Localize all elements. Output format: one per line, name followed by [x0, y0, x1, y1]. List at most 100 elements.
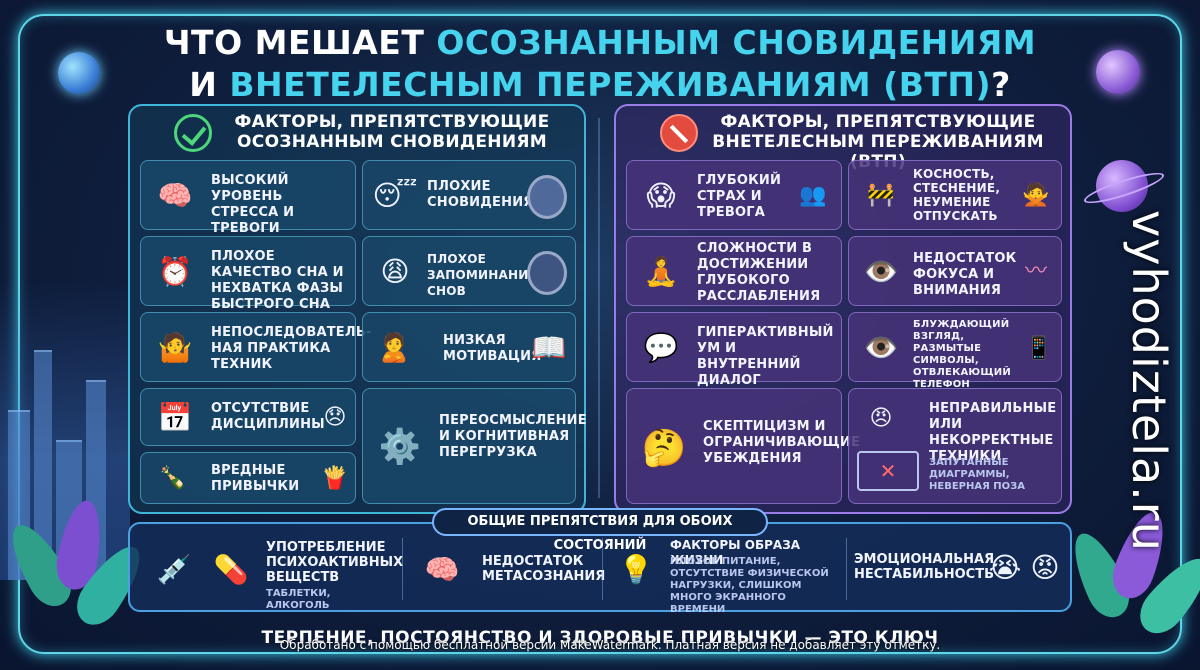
common-item-text: ФАКТОРЫ ОБРАЗА ЖИЗНИ	[670, 538, 801, 567]
factor-card: 👁️ БЛУЖДАЮЩИЙ ВЗГЛЯД, РАЗМЫТЫЕ СИМВОЛЫ, …	[848, 312, 1062, 390]
factor-text: НИЗКАЯ МОТИВАЦИЯ	[443, 333, 542, 364]
factor-card: 🚧 КОСНОСТЬ, СТЕСНЕНИЕ, НЕУМЕНИЕ ОТПУСКАТ…	[848, 160, 1062, 230]
alarm-clock-icon: ⏰	[157, 255, 193, 288]
separator	[602, 538, 603, 600]
factor-text: ОТСУТСТВИЕ ДИСЦИПЛИНЫ	[211, 401, 325, 432]
sad-person-icon: 😞	[323, 405, 347, 430]
factor-text: НЕПОСЛЕДОВАТЕЛЬ-НАЯ ПРАКТИКА ТЕХНИК	[211, 325, 372, 372]
title-part: ВНЕТЕЛЕСНЫМ ПЕРЕЖИВАНИЯМ (ВТП)	[229, 65, 992, 104]
common-item: 💉 💊 УПОТРЕБЛЕНИЕ ПСИХОАКТИВНЫХ ВЕЩЕСТВ Т…	[130, 524, 404, 611]
crossed-arms-person-icon: 🙅	[1022, 183, 1050, 208]
scared-person-icon: 😱	[646, 179, 676, 212]
factor-subtext: ЗАПУТАННЫЕ ДИАГРАММЫ, НЕВЕРНАЯ ПОЗА	[929, 457, 1025, 492]
factor-text: ПЛОХОЕ КАЧЕСТВО СНА И НЕХВАТКА ФАЗЫ БЫСТ…	[211, 249, 344, 312]
title-part: И	[189, 65, 230, 104]
meditation-icon: 🧘	[643, 255, 679, 288]
check-circle-icon	[174, 114, 212, 152]
mirror-icon	[527, 175, 567, 219]
no-entry-icon	[660, 114, 698, 152]
watermark-text: Обработано с помощью бесплатной версии M…	[279, 638, 941, 652]
factor-card: 💬 ГИПЕРАКТИВНЫЙ УМ И ВНУТРЕННИЙ ДИАЛОГ	[626, 312, 842, 388]
factor-text: ВЫСОКИЙ УРОВЕНЬ СТРЕССА И ТРЕВОГИ	[211, 173, 295, 236]
page-title: ЧТО МЕШАЕТ ОСОЗНАННЫМ СНОВИДЕНИЯМ И ВНЕТ…	[0, 22, 1200, 106]
building	[34, 350, 52, 580]
planet-icon	[58, 52, 100, 94]
lightbulb-icon: 💡	[618, 553, 654, 586]
common-item-text: ЭМОЦИОНАЛЬНАЯ НЕСТАБИЛЬНОСТЬ	[854, 552, 995, 582]
common-item-text: НЕДОСТАТОК МЕТАСОЗНАНИЯ	[482, 554, 606, 584]
common-obstacles-panel: 💉 💊 УПОТРЕБЛЕНИЕ ПСИХОАКТИВНЫХ ВЕЩЕСТВ Т…	[128, 522, 1072, 615]
phone-icon: 📱	[1025, 336, 1053, 361]
panel-header-title: ФАКТОРЫ, ПРЕПЯТСТВУЮЩИЕ ОСОЗНАННЫМ СНОВИ…	[234, 112, 550, 152]
frustrated-person-icon: 😠	[869, 406, 893, 431]
panel-divider	[598, 118, 600, 498]
factor-card: 🍾 ВРЕДНЫЕ ПРИВЫЧКИ 🍟	[140, 452, 356, 504]
barrier-icon: 🚧	[867, 183, 895, 208]
common-item-subtext: ПЛОХОЕ ПИТАНИЕ, ОТСУТСТВИЕ ФИЗИЧЕСКОЙ НА…	[670, 556, 829, 615]
eye-icon: 👁️	[863, 331, 899, 364]
syringe-icon: 💉	[156, 553, 192, 586]
lucid-dream-factors-panel: ФАКТОРЫ, ПРЕПЯТСТВУЮЩИЕ ОСОЗНАННЫМ СНОВИ…	[128, 104, 587, 514]
shadow-figures-icon: 👥	[799, 183, 827, 208]
tired-person-icon: 😩	[380, 255, 410, 288]
common-item-text: УПОТРЕБЛЕНИЕ ПСИХОАКТИВНЫХ ВЕЩЕСТВ	[266, 540, 404, 585]
ringed-planet-icon	[1096, 160, 1148, 212]
factor-card: 🤷 НЕПОСЛЕДОВАТЕЛЬ-НАЯ ПРАКТИКА ТЕХНИК	[140, 312, 372, 382]
factor-card: 😴 ПЛОХИЕ СНОВИДЕНИЯ	[362, 160, 576, 230]
common-obstacles-label: ОБЩИЕ ПРЕПЯТСТВИЯ ДЛЯ ОБОИХ СОСТОЯНИЙ	[432, 508, 768, 553]
factor-text: ГИПЕРАКТИВНЫЙ УМ И ВНУТРЕННИЙ ДИАЛОГ	[697, 325, 834, 388]
brain-stress-icon: 🧠	[157, 179, 193, 212]
factor-card: 🙎 НИЗКАЯ МОТИВАЦИЯ 📖	[362, 312, 576, 382]
site-url: vyhodiztela.ru	[1122, 210, 1176, 552]
planet-icon	[1096, 50, 1140, 94]
tangled-lines-icon: 〰	[1024, 259, 1047, 284]
brain-chat-icon: 💬	[643, 331, 679, 364]
head-brain-icon: 🧠	[424, 553, 460, 586]
factor-text: ПЕРЕОСМЫСЛЕНИЕ И КОГНИТИВНАЯ ПЕРЕГРУЗКА	[439, 413, 587, 460]
factor-text: ВРЕДНЫЕ ПРИВЫЧКИ	[211, 463, 300, 494]
wrong-diagram-icon: ✕	[857, 451, 919, 491]
factor-text: БЛУЖДАЮЩИЙ ВЗГЛЯД, РАЗМЫТЫЕ СИМВОЛЫ, ОТВ…	[913, 319, 1011, 390]
head-gears-icon: ⚙️	[378, 427, 422, 467]
title-part: ?	[991, 65, 1011, 104]
factor-card: 🤔 СКЕПТИЦИЗМ И ОГРАНИЧИВАЮЩИЕ УБЕЖДЕНИЯ	[626, 388, 861, 504]
bottle-icon: 🍾	[159, 466, 187, 491]
fries-icon: 🍟	[321, 466, 349, 491]
common-item: ЭМОЦИОНАЛЬНАЯ НЕСТАБИЛЬНОСТЬ 😭 😡	[848, 524, 1072, 610]
title-part: ОСОЗНАННЫМ СНОВИДЕНИЯМ	[436, 23, 1037, 62]
factor-text: СКЕПТИЦИЗМ И ОГРАНИЧИВАЮЩИЕ УБЕЖДЕНИЯ	[703, 419, 861, 466]
confused-person-icon: 🤷	[157, 331, 193, 364]
factor-card: ⚙️ ПЕРЕОСМЫСЛЕНИЕ И КОГНИТИВНАЯ ПЕРЕГРУЗ…	[362, 388, 587, 504]
crying-face-icon: 😭	[988, 551, 1022, 584]
separator	[846, 538, 847, 600]
factor-text: ПЛОХОЕ ЗАПОМИНАНИЕ СНОВ	[427, 252, 537, 298]
factor-text: СЛОЖНОСТИ В ДОСТИЖЕНИИ ГЛУБОКОГО РАССЛАБ…	[697, 241, 821, 304]
factor-card: 😩 ПЛОХОЕ ЗАПОМИНАНИЕ СНОВ	[362, 236, 576, 306]
title-part: ЧТО МЕШАЕТ	[163, 23, 437, 62]
factor-card: 🧠 ВЫСОКИЙ УРОВЕНЬ СТРЕССА И ТРЕВОГИ	[140, 160, 356, 236]
book-icon: 📖	[531, 331, 567, 364]
common-item-subtext: ТАБЛЕТКИ, АЛКОГОЛЬ	[266, 588, 331, 611]
obe-factors-panel: ФАКТОРЫ, ПРЕПЯТСТВУЮЩИЕ ВНЕТЕЛЕСНЫМ ПЕРЕ…	[614, 104, 1072, 514]
panel-header: ФАКТОРЫ, ПРЕПЯТСТВУЮЩИЕ ОСОЗНАННЫМ СНОВИ…	[130, 106, 584, 158]
footer-slogan: ТЕРПЕНИЕ, ПОСТОЯНСТВО И ЗДОРОВЫЕ ПРИВЫЧК…	[261, 628, 939, 648]
factor-card: 😱 ГЛУБОКИЙ СТРАХ И ТРЕВОГА 👥	[626, 160, 842, 230]
factor-text: КОСНОСТЬ, СТЕСНЕНИЕ, НЕУМЕНИЕ ОТПУСКАТЬ	[913, 167, 1001, 223]
factor-text: НЕПРАВИЛЬНЫЕ ИЛИ НЕКОРРЕКТНЫЕ ТЕХНИКИ	[929, 401, 1057, 464]
eye-icon: 👁️	[863, 255, 899, 288]
factor-card: 🧘 СЛОЖНОСТИ В ДОСТИЖЕНИИ ГЛУБОКОГО РАССЛ…	[626, 236, 842, 306]
plant-leaves-left	[0, 460, 153, 640]
factor-text: ПЛОХИЕ СНОВИДЕНИЯ	[427, 179, 534, 210]
common-item: 💡 ФАКТОРЫ ОБРАЗА ЖИЗНИ ПЛОХОЕ ПИТАНИЕ, О…	[604, 524, 844, 615]
factor-card: 😠 НЕПРАВИЛЬНЫЕ ИЛИ НЕКОРРЕКТНЫЕ ТЕХНИКИ …	[848, 388, 1062, 504]
calendar-icon: 📅	[157, 401, 193, 434]
factor-card: 👁️ НЕДОСТАТОК ФОКУСА И ВНИМАНИЯ 〰	[848, 236, 1062, 306]
factor-card: 📅 ОТСУТСТВИЕ ДИСЦИПЛИНЫ 😞	[140, 388, 356, 446]
mirror-icon	[527, 251, 567, 295]
unmotivated-person-icon: 🙎	[376, 331, 412, 364]
angry-face-icon: 😡	[1030, 551, 1060, 584]
panel-header: ФАКТОРЫ, ПРЕПЯТСТВУЮЩИЕ ВНЕТЕЛЕСНЫМ ПЕРЕ…	[616, 106, 1070, 172]
factor-text: НЕДОСТАТОК ФОКУСА И ВНИМАНИЯ	[913, 251, 1017, 298]
pills-icon: 💊	[213, 553, 249, 586]
factor-text: ГЛУБОКИЙ СТРАХ И ТРЕВОГА	[697, 173, 782, 220]
